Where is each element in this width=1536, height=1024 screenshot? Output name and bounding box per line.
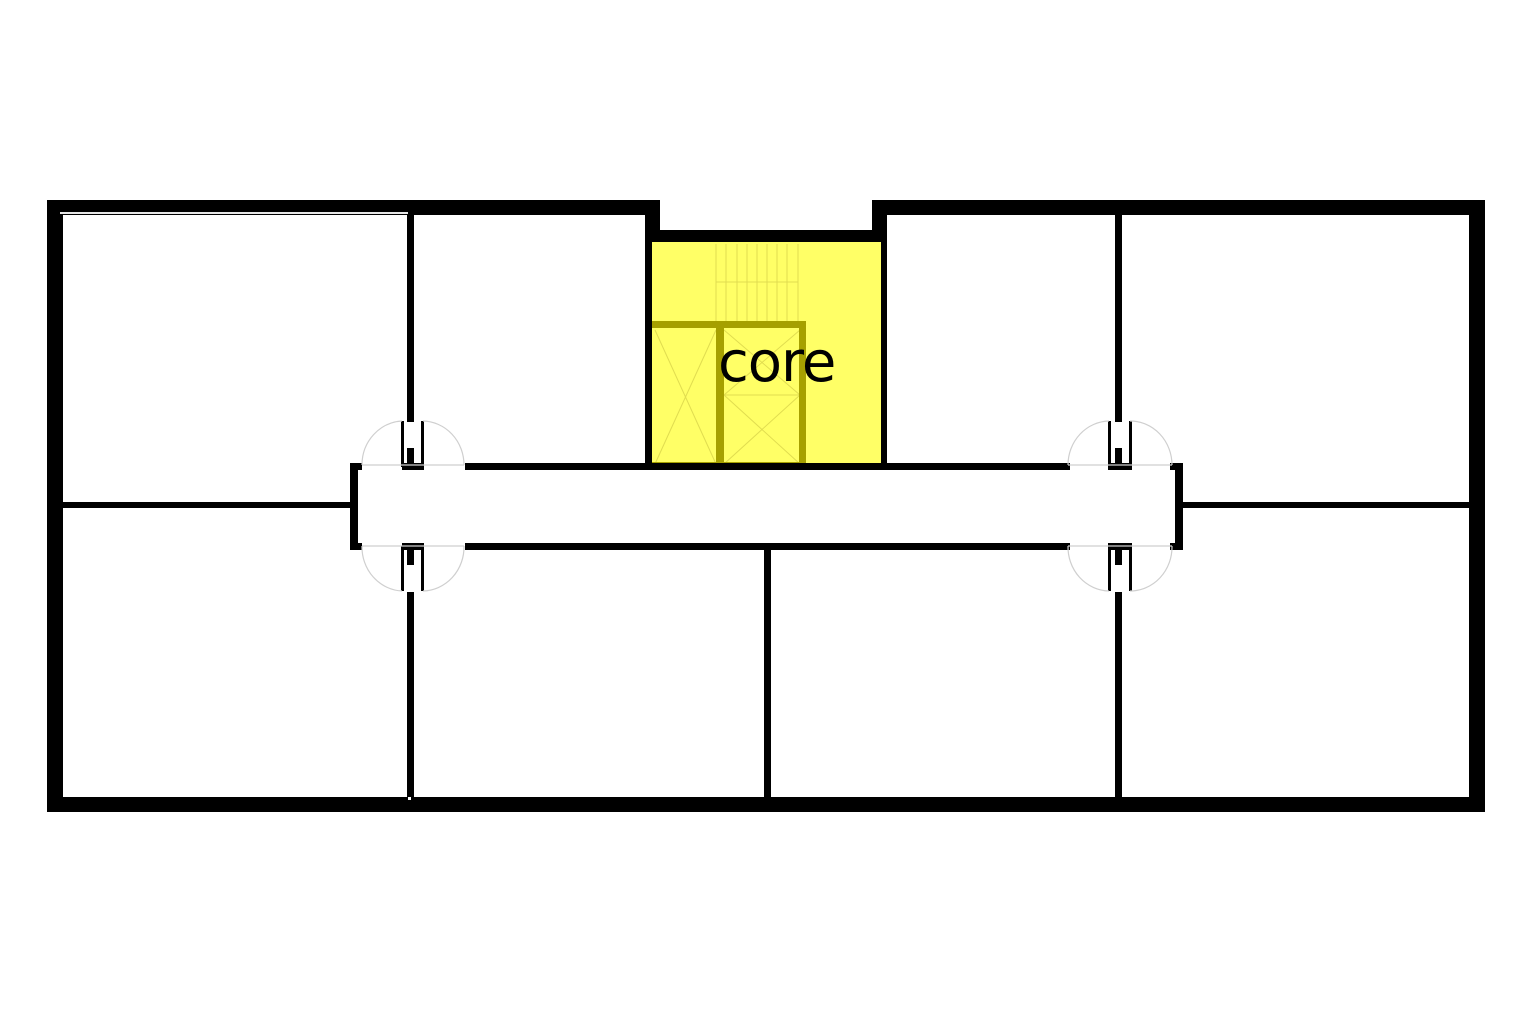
wall-gap-mark [408, 797, 411, 800]
door-right-bottom[interactable] [1067, 545, 1173, 592]
elevator-icon [654, 329, 801, 465]
stair-icon [715, 244, 799, 322]
door-left-top[interactable] [361, 420, 465, 467]
door-left-bottom[interactable] [361, 545, 465, 592]
core-label: core [718, 330, 836, 395]
exterior-walls [47, 200, 1485, 812]
inner-edge-line [60, 212, 408, 214]
core-area [651, 240, 882, 469]
door-right-top[interactable] [1067, 420, 1173, 467]
